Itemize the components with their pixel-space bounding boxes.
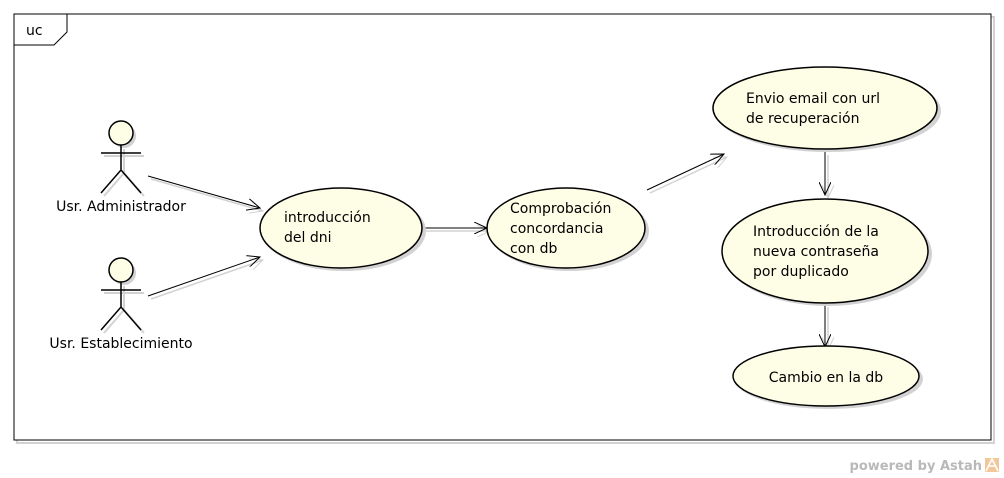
- usecase-label-line: Comprobación: [510, 201, 611, 217]
- flow-nueva-cambio: [825, 304, 828, 350]
- usecase-comprobacion: Comprobación concordancia con db: [486, 187, 649, 271]
- usecase-label-line: concordancia: [510, 221, 603, 237]
- usecase-label-line: Envio email con url: [746, 91, 880, 107]
- actor-estab-label: Usr. Establecimiento: [49, 336, 192, 352]
- flow-envio-nueva: [825, 152, 828, 198]
- usecase-nueva-contrasena: Introducción de la nueva contraseña por …: [721, 198, 932, 306]
- association-estab-dni: [147, 257, 263, 300]
- astah-logo-icon: [985, 457, 999, 472]
- usecase-label-line: con db: [510, 241, 557, 257]
- usecase-introduccion-dni: introducción del dni: [259, 187, 426, 271]
- actor-estab-figure-icon: [100, 257, 145, 334]
- usecase-label-line: Cambio en la db: [769, 370, 884, 386]
- usecase-label-line: por duplicado: [753, 264, 849, 280]
- powered-by-label: powered by Astah: [850, 459, 982, 474]
- usecase-envio-email: Envio email con url de recuperación: [712, 66, 941, 152]
- flow-comp-envio: [646, 154, 727, 194]
- usecase-label-line: Introducción de la: [753, 224, 879, 240]
- frame-label-tab: [14, 14, 68, 46]
- actor-admin: Usr. Administrador: [56, 120, 186, 215]
- usecase-cambio-db: Cambio en la db: [732, 345, 923, 409]
- flow-dni-comp: [422, 228, 490, 231]
- frame-label: uc: [26, 23, 43, 39]
- usecase-label-line: de recuperación: [746, 111, 859, 127]
- usecase-label-line: del dni: [284, 230, 332, 246]
- actor-admin-figure-icon: [100, 120, 145, 197]
- association-admin-dni: [147, 175, 263, 211]
- powered-by: powered by Astah: [850, 457, 999, 474]
- usecase-label-line: nueva contraseña: [753, 244, 879, 260]
- actor-admin-label: Usr. Administrador: [56, 199, 186, 215]
- actor-estab: Usr. Establecimiento: [49, 257, 193, 352]
- usecase-label-line: introducción: [284, 210, 371, 226]
